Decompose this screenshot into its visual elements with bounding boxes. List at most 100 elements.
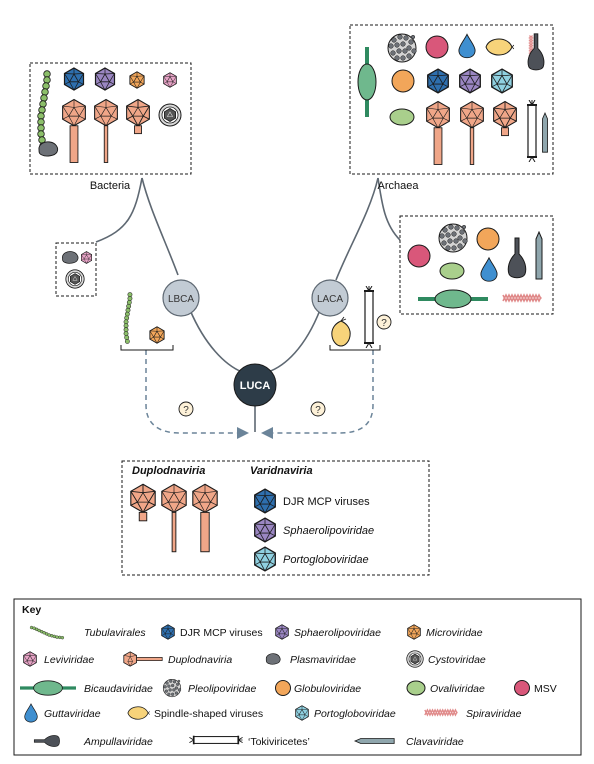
branch-archaea-side [377,177,401,241]
duplodnaviria-icon [161,483,187,553]
msv-icon [514,680,530,696]
djr-mcp-icon [63,67,85,91]
ovali-icon [439,262,465,280]
archaea-side-box [399,215,554,315]
globulo-icon [275,680,291,696]
tree-branches [95,177,401,432]
cystoviridae-icon [406,650,424,668]
key-item-label: Globuloviridae [294,683,361,695]
svg-text:LBCA: LBCA [168,294,194,305]
key-item-label: Sphaerolipoviridae [294,627,381,639]
tokiviricetes-icon [363,286,375,348]
sphaerolipo-icon [94,67,116,91]
laca-virus-set: ? [329,286,392,351]
question-mark-left: ? [178,401,194,417]
ovali-icon [406,680,426,696]
key-item-label: DJR MCP viruses [180,627,263,639]
leviviridae-icon [23,651,37,667]
duplodnaviria-icon [426,100,450,166]
duplodnaviria-icon [126,98,150,135]
duplodnaviria-icon [493,100,517,137]
key-item-label: Plasmaviridae [290,654,356,666]
laca-node: LACA [311,279,349,317]
leviviridae-icon [163,72,177,88]
key-item-label: MSV [534,683,557,695]
key-item-label: ‘Tokiviricetes’ [248,736,310,748]
duplodnaviria-icon [460,100,484,166]
plasmaviridae-icon [265,653,281,665]
bicaudaviridae-icon [357,47,377,117]
dashed-arrow-right [261,350,374,439]
djr-mcp-icon [161,624,175,640]
bacteria-label: Bacteria [90,180,131,192]
tokiviricetes-icon [188,735,244,745]
globulo-icon [476,227,500,251]
key-item-label: Bicaudaviridae [84,683,153,695]
sphaerolipo-label: Sphaerolipoviridae [283,525,374,537]
microviridae-icon [407,624,421,640]
key-item-label: Duplodnaviria [168,654,232,666]
question-mark-laca: ? [376,314,392,330]
svg-text:LUCA: LUCA [240,380,271,392]
spira-icon [502,293,542,303]
portoglobo-label: Portogloboviridae [283,554,369,566]
dashed-arrow-left [145,350,249,439]
key-item-label: Tubulavirales [84,627,146,639]
microviridae-icon [149,326,165,344]
branch-archaea-laca [335,177,379,281]
luca-node: LUCA [233,363,277,407]
djr-mcp-label: DJR MCP viruses [283,496,370,508]
bicaudaviridae-icon [418,289,488,309]
pleolipo-icon [162,678,182,698]
portoglobo-icon [254,546,276,572]
bacteria-virome-box [29,62,192,175]
ovali-icon [389,108,415,126]
key-item-label: Cystoviridae [428,654,486,666]
gutta-icon [480,257,498,282]
key-panel: Key Tubulavirales DJR MCP viruses Sphaer… [13,598,582,756]
duplodnaviria-icon [130,483,156,522]
sphaerolipo-icon [254,517,276,543]
question-mark-right: ? [310,401,326,417]
key-item-label: Microviridae [426,627,483,639]
lbca-virus-set [120,292,174,351]
clava-icon [354,738,395,744]
dashed-arrows [145,350,374,439]
branch-bacteria-side [95,177,143,243]
spindle-icon [331,316,351,347]
archaea-virome-box [349,24,554,175]
varidnaviria-heading: Varidnaviria [250,465,313,477]
pleolipo-icon [387,33,417,63]
key-title: Key [22,604,41,616]
luca-virome-box: Duplodnaviria Varidnaviria DJR MCP virus… [121,460,430,576]
svg-text:LACA: LACA [317,294,343,305]
key-item-label: Ovaliviridae [430,683,485,695]
portoglobo-icon [491,68,513,94]
svg-text:?: ? [315,405,321,416]
globulo-icon [391,69,415,93]
archaea-label: Archaea [378,180,420,192]
tubulavirales-icon [37,70,51,150]
key-item-label: Spiraviridae [466,708,522,720]
key-item-label: Pleolipoviridae [188,683,256,695]
microviridae-icon [129,71,145,89]
djr-mcp-icon [254,488,276,514]
clava-icon [542,112,548,153]
plasmaviridae-icon [62,251,79,264]
duplodnaviria-heading: Duplodnaviria [132,465,205,477]
tubulavirales-icon [123,292,133,344]
pleolipo-icon [438,223,468,253]
key-item-label: Spindle-shaped viruses [154,708,263,720]
key-item-label: Ampullaviridae [83,736,153,748]
spira-icon [424,708,458,717]
leviviridae-icon [81,251,92,264]
bacteria-side-box [55,242,97,297]
sphaerolipo-icon [459,68,481,94]
gutta-icon [458,33,476,59]
portoglobo-icon [295,705,309,721]
lbca-node: LBCA [162,279,200,317]
key-item-label: Guttaviridae [44,708,101,720]
djr-mcp-icon [427,68,449,94]
branch-lbca-luca [189,309,243,373]
